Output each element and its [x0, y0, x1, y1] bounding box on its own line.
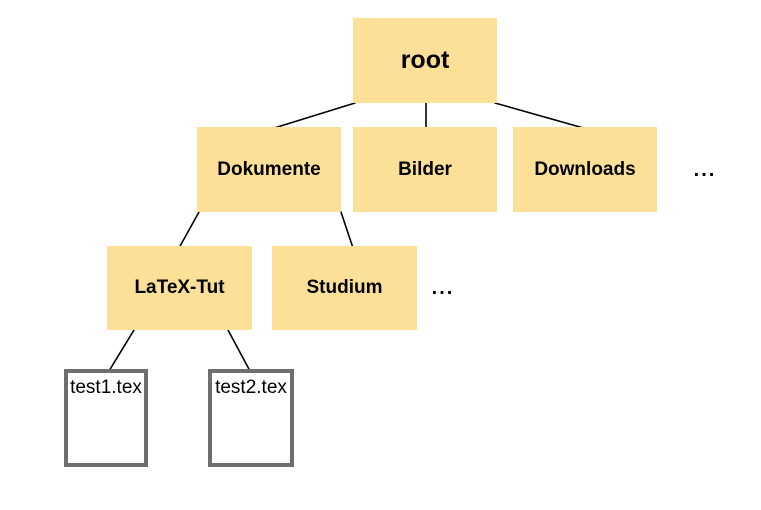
node-file-test2: test2.tex	[208, 369, 294, 467]
node-dokumente: Dokumente	[197, 127, 341, 212]
node-file-test1: test1.tex	[64, 369, 148, 467]
edge-root-dokumente	[270, 102, 356, 130]
edge-latex-tut-test2	[227, 329, 251, 372]
node-latex-tut-label: LaTeX-Tut	[134, 277, 225, 298]
level3-more-indicator: ...	[431, 276, 455, 299]
node-downloads-label: Downloads	[534, 158, 636, 180]
node-dokumente-label: Dokumente	[217, 158, 321, 180]
node-downloads: Downloads	[513, 127, 657, 212]
edge-root-downloads	[494, 102, 588, 130]
edge-dokumente-studium	[340, 211, 354, 249]
edge-latex-tut-test1	[108, 329, 135, 372]
node-latex-tut: LaTeX-Tut	[107, 246, 252, 330]
level2-more-indicator: ...	[693, 158, 717, 181]
node-root-label: root	[400, 46, 450, 74]
node-studium-label: Studium	[306, 277, 383, 298]
node-bilder: Bilder	[353, 127, 497, 212]
node-file-test2-label: test2.tex	[215, 377, 287, 398]
node-root: root	[353, 18, 497, 103]
node-studium: Studium	[272, 246, 417, 330]
node-file-test1-label: test1.tex	[70, 377, 142, 398]
node-bilder-label: Bilder	[398, 158, 452, 180]
edge-dokumente-latex-tut	[178, 211, 200, 249]
